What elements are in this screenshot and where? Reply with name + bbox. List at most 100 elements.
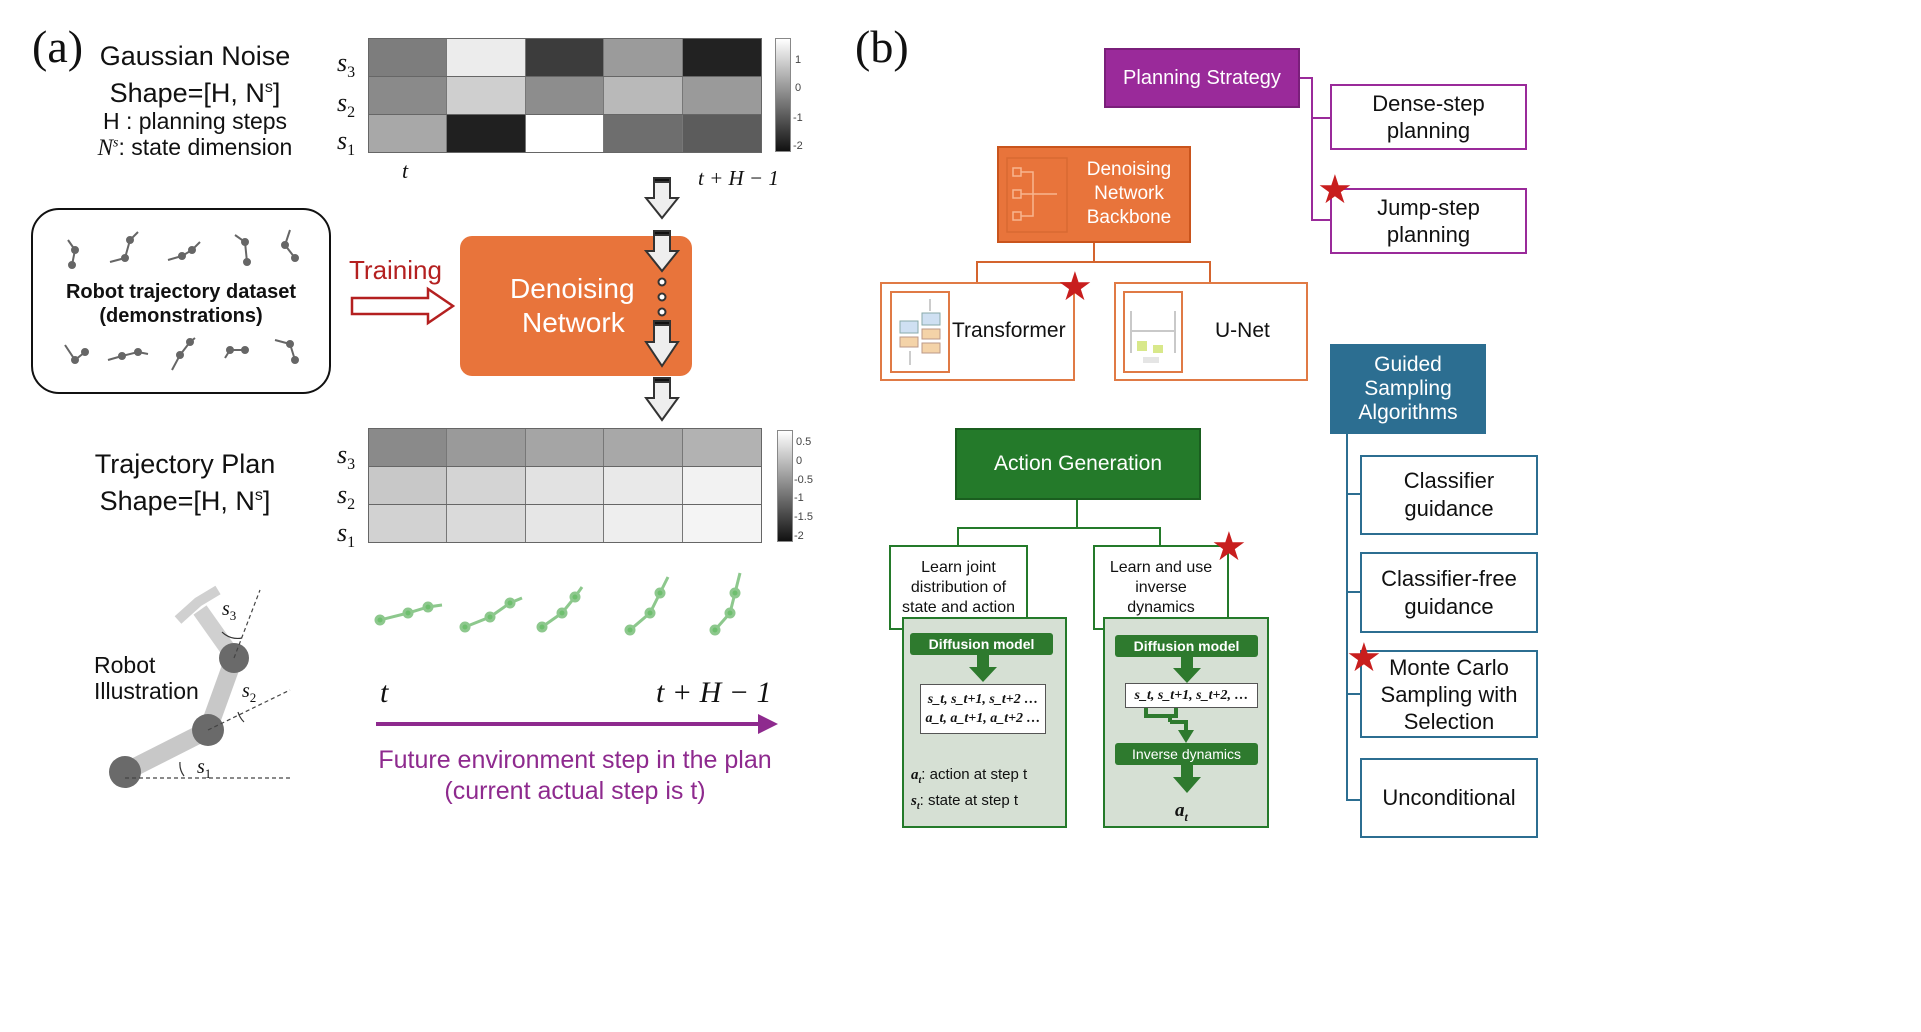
star-icon: ★ xyxy=(1317,168,1353,212)
bottom-row-label-s3-sub: 3 xyxy=(347,456,356,474)
joint-angle-s1-sub: 1 xyxy=(204,766,212,781)
timeline-end-label: t + H − 1 xyxy=(656,676,772,709)
top-row-label-s2: s2 xyxy=(337,88,356,122)
robot-angle-arcs xyxy=(179,631,245,777)
plan-shape-line: Shape=[H, Ns] xyxy=(80,480,290,517)
gaussian-noise-title: Gaussian Noise Shape=[H, Ns] xyxy=(95,40,295,109)
heatmap-row-s1 xyxy=(368,114,762,153)
diffusion-model-label-inverse: Diffusion model xyxy=(1115,635,1258,657)
heatmap-cell xyxy=(604,429,683,466)
bottom-colorbar-tick: -0.5 xyxy=(794,474,813,486)
ns-definition-text: : state dimension xyxy=(118,134,293,160)
heatmap-cell xyxy=(604,467,683,504)
heatmap-row-s3 xyxy=(368,38,762,77)
future-step-caption: Future environment step in the plan (cur… xyxy=(355,745,795,807)
unconditional-box: Unconditional xyxy=(1360,758,1538,838)
heatmap-cell xyxy=(682,429,761,466)
panel-b-label: (b) xyxy=(855,21,909,72)
star-icon: ★ xyxy=(1346,636,1382,680)
heatmap-cell xyxy=(369,429,448,466)
backbone-line3: Backbone xyxy=(1086,207,1172,228)
guided-sampling-box: Guided Sampling Algorithms xyxy=(1330,344,1486,434)
heatmap-row-s2 xyxy=(368,466,762,505)
dataset-title-line1: Robot trajectory dataset xyxy=(65,281,297,303)
noise-heatmap xyxy=(368,38,762,153)
heatmap-cell xyxy=(604,505,683,542)
top-heatmap-x-start: t xyxy=(402,158,409,183)
heatmap-cell xyxy=(369,77,448,114)
future-caption-line1: Future environment step in the plan xyxy=(378,746,772,774)
heatmap-cell xyxy=(604,77,683,114)
dataset-title-line2: (demonstrations) xyxy=(99,305,263,327)
inverse-line1: Learn and use xyxy=(1109,558,1213,576)
heatmap-cell xyxy=(447,39,526,76)
heatmap-cell xyxy=(447,467,526,504)
state-definition: st: state at step t xyxy=(911,792,1018,812)
denoising-label-line1: Denoising xyxy=(510,273,635,304)
backbone-line2: Network xyxy=(1094,183,1164,204)
monte-carlo-sampling-box: Monte Carlo Sampling with Selection xyxy=(1360,650,1538,738)
heatmap-cell xyxy=(604,39,683,76)
classifier-free-guidance-box: Classifier-free guidance xyxy=(1360,552,1538,633)
h-definition: H : planning steps xyxy=(102,108,288,134)
transformer-architecture-icon xyxy=(890,291,950,373)
heatmap-cell xyxy=(447,429,526,466)
heatmap-cell xyxy=(682,505,761,542)
state-symbol: st xyxy=(911,793,920,812)
top-colorbar-tick: -1 xyxy=(793,112,803,124)
action-output-symbol: at xyxy=(1175,800,1188,824)
unet-architecture-icon xyxy=(1123,291,1183,373)
star-icon: ★ xyxy=(1057,265,1093,309)
action-symbol: at xyxy=(911,767,922,786)
heatmap-cell xyxy=(525,505,605,542)
heatmap-cell xyxy=(447,77,526,114)
robot-trajectory-dataset-box xyxy=(31,208,331,394)
joint-line3: state and action xyxy=(902,598,1015,616)
transformer-label: Transformer xyxy=(952,319,1066,342)
top-row-label-s3: s3 xyxy=(337,48,356,82)
guided-line2: Sampling xyxy=(1364,377,1452,400)
bottom-colorbar-tick: -1 xyxy=(794,492,804,504)
dense-step-line2: planning xyxy=(1386,118,1471,143)
joint-angle-s2: s2 xyxy=(242,680,257,705)
robot-arm-links xyxy=(109,585,249,788)
heatmap-cell xyxy=(525,115,605,152)
ns-symbol: N xyxy=(97,135,113,160)
bottom-row-label-s1: s1 xyxy=(337,518,356,552)
robot-label-line2: Illustration xyxy=(94,678,199,704)
bottom-colorbar-tick: 0.5 xyxy=(796,436,812,448)
planned-trajectory-snapshots xyxy=(374,572,742,636)
inverse-down-arrow xyxy=(1173,656,1201,683)
denoising-label-line2: Network xyxy=(522,307,625,338)
star-icon: ★ xyxy=(1211,525,1247,569)
bottom-row-label-s2-sub: 2 xyxy=(347,496,356,514)
heatmap-cell xyxy=(369,115,448,152)
joint-angle-s3-sub: 3 xyxy=(229,608,237,623)
dense-step-line1: Dense-step xyxy=(1372,91,1485,116)
classifier-guidance-box: Classifier guidance xyxy=(1360,455,1538,535)
joint-angle-s3: s3 xyxy=(222,598,237,623)
top-colorbar-tick: -2 xyxy=(793,140,803,152)
down-arrow-icons xyxy=(643,177,681,422)
guided-line3: Algorithms xyxy=(1358,401,1458,424)
cfree-line2: guidance xyxy=(1404,593,1494,619)
joint-state-seq: s_t, s_t+1, s_t+2 … xyxy=(927,692,1039,707)
top-row-label-s2-sub: 2 xyxy=(347,104,356,122)
timeline-arrow xyxy=(376,714,778,734)
diffusion-model-label-joint: Diffusion model xyxy=(910,633,1053,655)
plan-shape-text: Shape=[H, N xyxy=(99,486,255,516)
robot-illustration-label: Robot Illustration xyxy=(94,652,199,704)
plan-title-line1: Trajectory Plan xyxy=(94,449,276,479)
dataset-title: Robot trajectory dataset (demonstrations… xyxy=(41,280,321,328)
cfree-line1: Classifier-free xyxy=(1381,565,1517,591)
bottom-colorbar-tick: 0 xyxy=(796,455,803,467)
state-def-text: : state at step t xyxy=(919,792,1019,809)
inverse-merge-arrows xyxy=(1144,708,1194,743)
heatmap-cell xyxy=(525,429,605,466)
heatmap-cell xyxy=(447,505,526,542)
bottom-colorbar xyxy=(777,430,793,542)
joint-line1: Learn joint xyxy=(921,558,996,576)
heatmap-cell xyxy=(525,77,605,114)
panel-a-label: (a) xyxy=(32,21,84,72)
